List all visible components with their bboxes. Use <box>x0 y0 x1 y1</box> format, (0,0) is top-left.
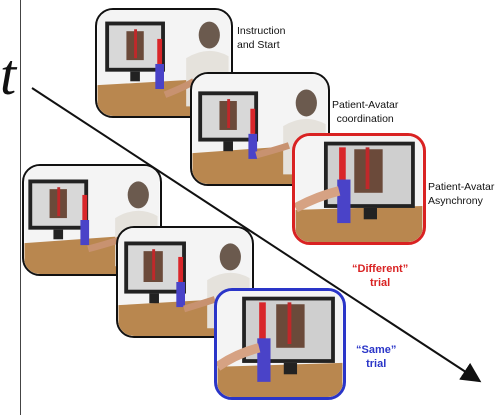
panel-different <box>292 133 426 245</box>
cropped-letter: t <box>0 42 17 107</box>
scene-different <box>295 136 423 242</box>
panel-same <box>214 288 346 400</box>
label-coordination: Patient-Avatar coordination <box>332 99 399 125</box>
figure-frame <box>20 0 500 415</box>
label-different-trial: “Different” trial <box>352 263 409 289</box>
label-instruction-start: Instruction and Start <box>237 25 286 51</box>
label-asynchrony: Patient-Avatar Asynchrony <box>428 181 495 207</box>
scene-same <box>217 291 343 397</box>
label-same-trial: “Same” trial <box>356 344 397 370</box>
